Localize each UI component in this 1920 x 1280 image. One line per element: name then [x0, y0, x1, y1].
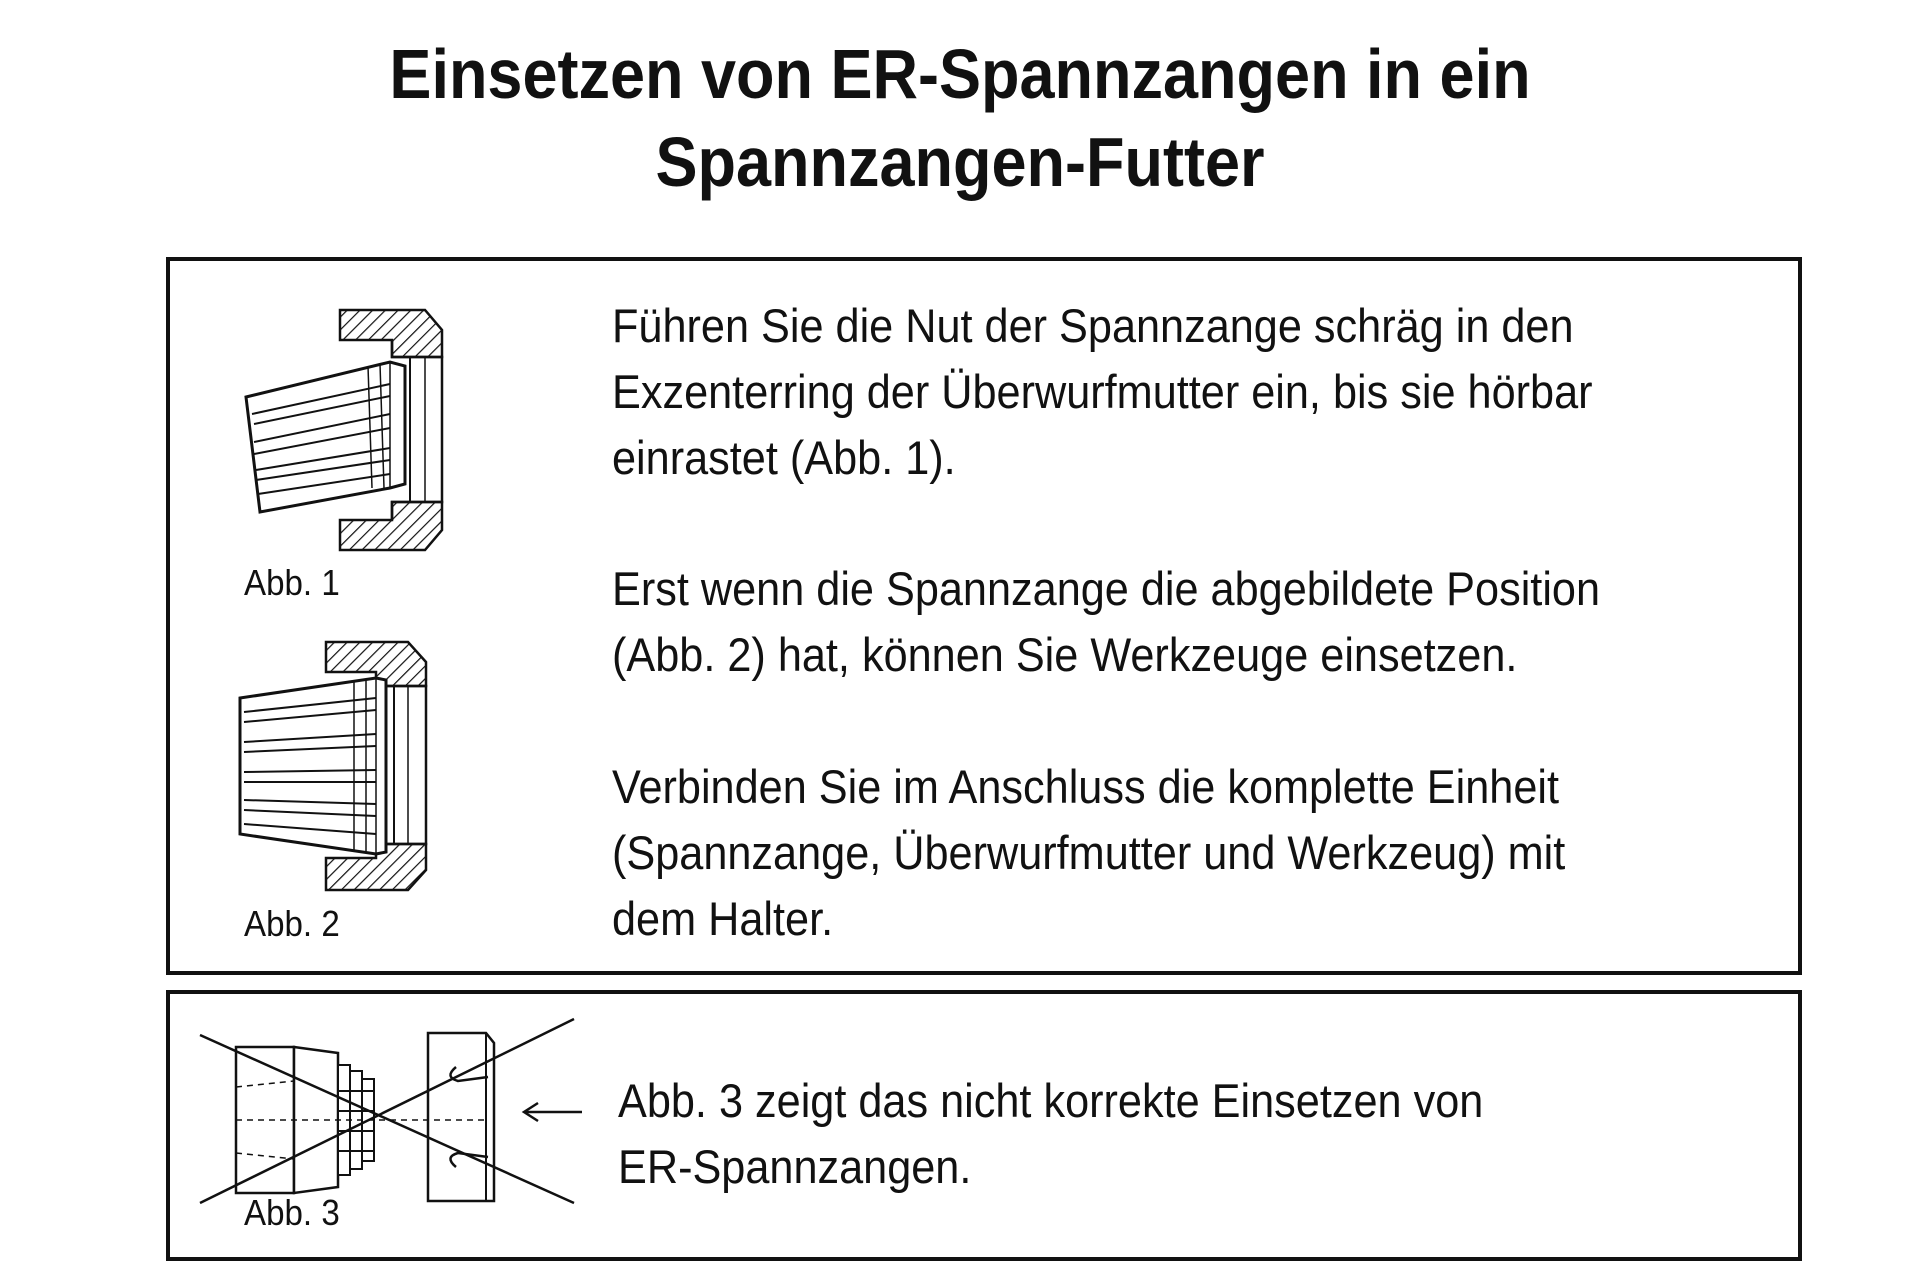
- text-line: Exzenterring der Überwurfmutter ein, bis…: [612, 365, 1593, 418]
- page-title: Einsetzen von ER-Spannzangen in ein Span…: [96, 30, 1824, 206]
- text-line: (Spannzange, Überwurfmutter und Werkzeug…: [612, 826, 1566, 879]
- arrow-left-icon: [521, 1101, 582, 1123]
- instruction-paragraph-2: Erst wenn die Spannzange die abgebildete…: [612, 556, 1600, 688]
- figure-1-collet-in-nut: [244, 308, 444, 552]
- text-line: dem Halter.: [612, 892, 834, 945]
- figure-2-collet-seated: [238, 640, 428, 892]
- figure-1-caption: Abb. 1: [244, 562, 340, 603]
- figure-2-caption: Abb. 2: [244, 903, 340, 944]
- instruction-paragraph-1: Führen Sie die Nut der Spannzange schräg…: [612, 293, 1593, 491]
- text-line: Abb. 3 zeigt das nicht korrekte Einsetze…: [618, 1074, 1484, 1127]
- page-title-line-1: Einsetzen von ER-Spannzangen in ein: [389, 35, 1531, 113]
- figure-3-incorrect-insertion: [199, 1017, 575, 1205]
- incorrect-insertion-box: [166, 990, 1802, 1261]
- incorrect-insertion-text: Abb. 3 zeigt das nicht korrekte Einsetze…: [618, 1068, 1483, 1200]
- text-line: einrastet (Abb. 1).: [612, 431, 956, 484]
- text-line: Führen Sie die Nut der Spannzange schräg…: [612, 299, 1574, 352]
- figure-3-caption: Abb. 3: [244, 1192, 340, 1233]
- text-line: ER-Spannzangen.: [618, 1140, 972, 1193]
- page-title-line-2: Spannzangen-Futter: [655, 123, 1265, 201]
- text-line: Verbinden Sie im Anschluss die komplette…: [612, 760, 1560, 813]
- text-line: (Abb. 2) hat, können Sie Werkzeuge einse…: [612, 628, 1518, 681]
- instruction-paragraph-3: Verbinden Sie im Anschluss die komplette…: [612, 754, 1565, 952]
- instruction-box: [166, 257, 1802, 975]
- text-line: Erst wenn die Spannzange die abgebildete…: [612, 562, 1601, 615]
